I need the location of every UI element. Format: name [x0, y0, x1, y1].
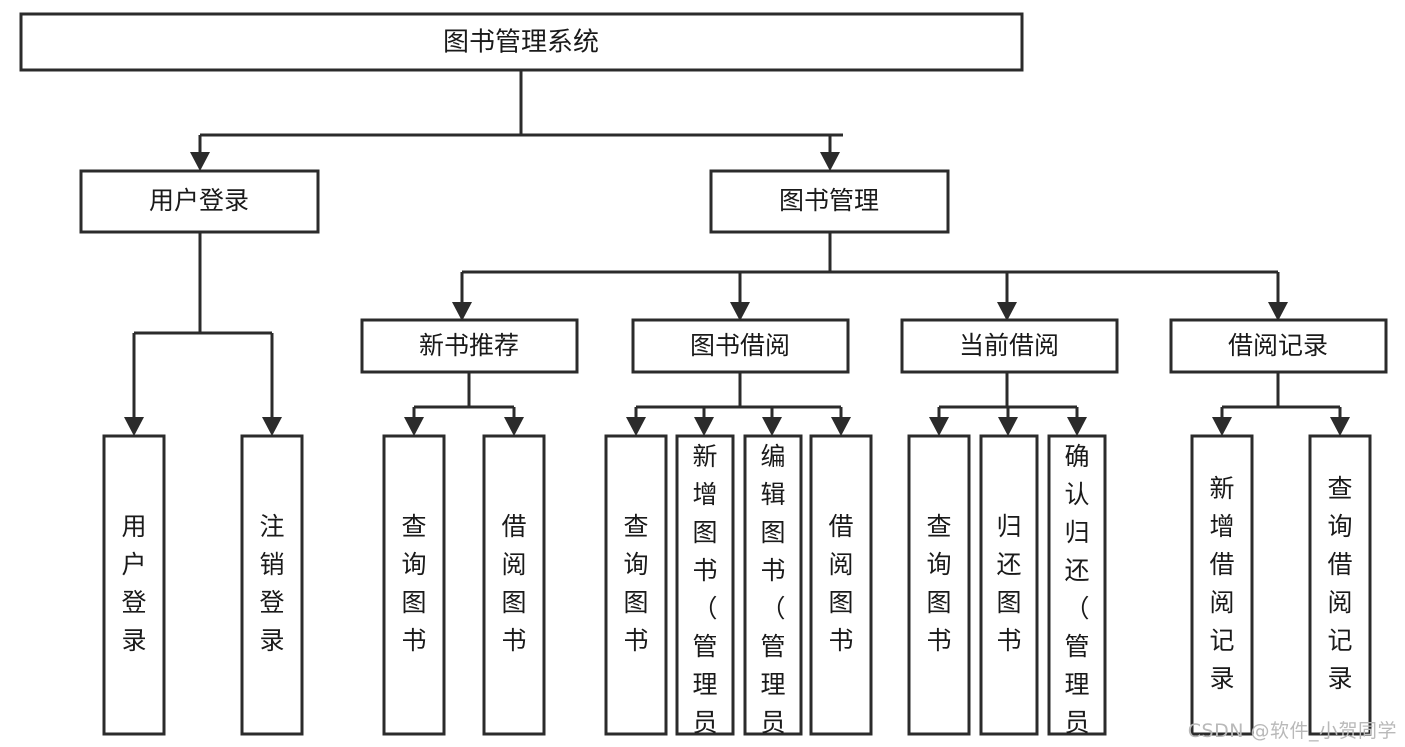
connector-group-borrow-record [1212, 372, 1350, 436]
node-book-borrow-box[interactable] [631, 318, 850, 374]
arrowhead-leaf-borrow-book-1 [504, 417, 524, 436]
node-leaf-query-record-box[interactable] [1308, 434, 1372, 736]
node-book-borrow-label: 图书借阅 [690, 331, 790, 360]
csdn-watermark: CSDN @软件_小贺同学 [1187, 720, 1397, 742]
node-leaf-borrow-book-2[interactable]: 借阅图书 [809, 434, 873, 736]
node-leaf-query-book-1-box[interactable] [382, 434, 446, 736]
node-new-book-rec[interactable]: 新书推荐 [360, 318, 579, 374]
node-book-borrow[interactable]: 图书借阅 [631, 318, 850, 374]
arrowhead-leaf-confirm-return [1067, 417, 1087, 436]
node-leaf-borrow-book-1-label: 借阅图书 [501, 512, 526, 655]
node-leaf-logout-box[interactable] [240, 434, 304, 736]
arrowhead-borrow-record [1268, 302, 1288, 321]
node-current-borrow[interactable]: 当前借阅 [900, 318, 1119, 374]
arrowhead-leaf-edit-book [762, 417, 782, 436]
node-leaf-user-login-box[interactable] [102, 434, 166, 736]
node-root-label: 图书管理系统 [443, 28, 599, 58]
node-leaf-confirm-return[interactable]: 确认归还（管理员） [1047, 434, 1107, 747]
node-current-borrow-label: 当前借阅 [959, 331, 1059, 360]
node-book-manage-box[interactable] [709, 169, 950, 234]
node-leaf-borrow-book-1[interactable]: 借阅图书 [482, 434, 546, 736]
node-new-book-rec-box[interactable] [360, 318, 579, 374]
arrowhead-current-borrow [997, 302, 1017, 321]
node-user-login[interactable]: 用户登录 [79, 169, 320, 234]
arrowhead-book-borrow [730, 302, 750, 321]
arrowhead-leaf-return-book [998, 417, 1018, 436]
node-leaf-add-book-label: 新增图书（管理员） [692, 442, 717, 747]
arrowhead-leaf-query-book-2 [626, 417, 646, 436]
arrowhead-leaf-borrow-book-2 [831, 417, 851, 436]
node-leaf-edit-book-label: 编辑图书（管理员） [760, 442, 785, 747]
node-leaf-confirm-return-label: 确认归还（管理员） [1064, 442, 1089, 747]
node-leaf-borrow-book-2-label: 借阅图书 [828, 512, 853, 655]
node-borrow-record-label: 借阅记录 [1228, 331, 1328, 360]
node-leaf-query-book-2-label: 查询图书 [623, 512, 648, 655]
node-leaf-user-login[interactable]: 用户登录 [102, 434, 166, 736]
arrowhead-new-book-rec [452, 302, 472, 321]
node-leaf-query-book-1[interactable]: 查询图书 [382, 434, 446, 736]
node-root[interactable]: 图书管理系统 [19, 12, 1024, 72]
node-leaf-borrow-book-2-box[interactable] [809, 434, 873, 736]
node-leaf-return-book-label: 归还图书 [996, 512, 1021, 655]
connector-group-current-borrow [929, 372, 1087, 436]
node-borrow-record-box[interactable] [1169, 318, 1388, 374]
connector-group-user-login [124, 232, 282, 436]
arrowhead-leaf-add-book [694, 417, 714, 436]
node-leaf-query-record-label: 查询借阅记录 [1327, 474, 1352, 693]
node-leaf-add-book-box[interactable] [675, 434, 735, 736]
arrowhead-user-login [190, 152, 210, 171]
node-leaf-query-book-3[interactable]: 查询图书 [907, 434, 971, 736]
node-current-borrow-box[interactable] [900, 318, 1119, 374]
node-leaf-query-record[interactable]: 查询借阅记录 [1308, 434, 1372, 736]
arrowhead-leaf-query-record [1330, 417, 1350, 436]
node-leaf-confirm-return-box[interactable] [1047, 434, 1107, 736]
node-leaf-return-book-box[interactable] [979, 434, 1039, 736]
arrowhead-leaf-query-book-1 [404, 417, 424, 436]
arrowhead-book-manage [820, 152, 840, 171]
node-leaf-add-record-box[interactable] [1190, 434, 1254, 736]
node-new-book-rec-label: 新书推荐 [419, 331, 519, 360]
node-root-box[interactable] [19, 12, 1024, 72]
node-book-manage[interactable]: 图书管理 [709, 169, 950, 234]
node-leaf-edit-book[interactable]: 编辑图书（管理员） [743, 434, 803, 747]
node-leaf-edit-book-box[interactable] [743, 434, 803, 736]
connector-group-root [190, 70, 843, 171]
node-book-manage-label: 图书管理 [779, 186, 879, 215]
node-leaf-query-book-1-label: 查询图书 [401, 512, 426, 655]
arrowhead-leaf-user-login [124, 417, 144, 436]
arrowhead-leaf-add-record [1212, 417, 1232, 436]
node-leaf-add-record[interactable]: 新增借阅记录 [1190, 434, 1254, 736]
node-leaf-logout[interactable]: 注销登录 [240, 434, 304, 736]
node-leaf-query-book-2-box[interactable] [604, 434, 668, 736]
node-leaf-add-record-label: 新增借阅记录 [1209, 474, 1234, 693]
connector-group-book-borrow [626, 372, 851, 436]
node-user-login-box[interactable] [79, 169, 320, 234]
node-borrow-record[interactable]: 借阅记录 [1169, 318, 1388, 374]
node-leaf-return-book[interactable]: 归还图书 [979, 434, 1039, 736]
node-leaf-logout-label: 注销登录 [259, 512, 284, 655]
node-user-login-label: 用户登录 [149, 186, 249, 215]
node-leaf-borrow-book-1-box[interactable] [482, 434, 546, 736]
node-leaf-user-login-label: 用户登录 [121, 512, 146, 655]
node-leaf-query-book-3-label: 查询图书 [926, 512, 951, 655]
arrowhead-leaf-logout [262, 417, 282, 436]
arrowhead-leaf-query-book-3 [929, 417, 949, 436]
node-leaf-add-book[interactable]: 新增图书（管理员） [675, 434, 735, 747]
node-leaf-query-book-2[interactable]: 查询图书 [604, 434, 668, 736]
node-leaf-query-book-3-box[interactable] [907, 434, 971, 736]
connector-group-book-manage [452, 232, 1288, 321]
connector-group-new-book-rec [404, 372, 524, 436]
